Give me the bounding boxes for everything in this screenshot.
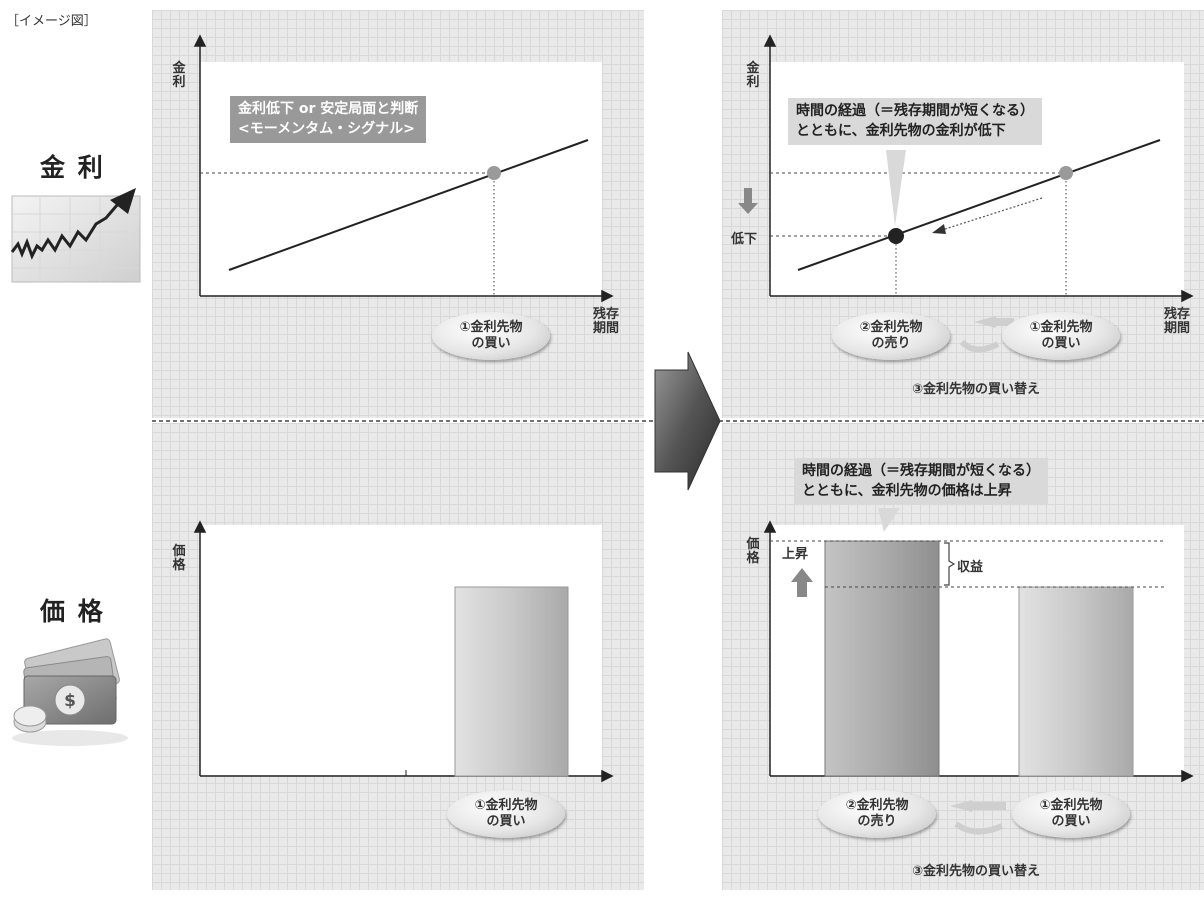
image-tag: ［イメージ図］ (6, 14, 97, 29)
oval-buy-left-bottom: ①金利先物 の買い (447, 790, 565, 838)
drop-label: 低下 (731, 232, 758, 247)
callout-pointer-right-top (886, 150, 906, 226)
profit-label: 収益 (957, 560, 984, 575)
oval-buy-right-bottom: ①金利先物 の買い (1012, 790, 1130, 838)
x-axis-label-right-top: 残存期間 (1163, 307, 1190, 337)
oval-sell-right-bottom-line2: の売り (857, 814, 897, 829)
buy-point-left (487, 166, 501, 180)
caption-right-top: ③金利先物の買い替え (911, 382, 1040, 397)
yield-line-right (797, 139, 1161, 271)
x-axis-label-left-top: 残存期間 (592, 307, 619, 337)
oval-sell-right-top-line1: ②金利先物 (859, 319, 923, 335)
swap-arrow-left-top-icon (974, 316, 996, 328)
svg-text:$: $ (64, 691, 76, 711)
callout-right-bottom-line1: 時間の経過（＝残存期間が短くなる） (802, 463, 1040, 479)
price-bar-buy (1018, 586, 1134, 777)
y-axis-label-right-bottom: 価格 (746, 537, 760, 567)
up-arrow-icon (791, 568, 813, 597)
yield-line-left (228, 139, 589, 271)
row-label-price: 価 格 (40, 597, 105, 626)
oval-buy-left-top: ①金利先物 の買い (432, 312, 550, 360)
money-icon: $ (12, 638, 128, 746)
oval-buy-left-top-line2: の買い (471, 336, 511, 351)
y-axis-label-left-bottom: 価格 (172, 544, 186, 574)
rising-chart-icon (10, 188, 141, 283)
price-bar-sell (824, 540, 940, 777)
oval-buy-left-bottom-line1: ①金利先物 (474, 797, 538, 813)
oval-buy-right-top-line2: の買い (1041, 336, 1081, 351)
oval-sell-right-top: ②金利先物 の売り (832, 312, 950, 360)
time-passage-arrow (941, 197, 1043, 231)
rise-label: 上昇 (782, 547, 809, 562)
sell-point-right (888, 228, 904, 244)
oval-buy-right-top-line1: ①金利先物 (1029, 319, 1093, 335)
transition-arrow-icon (654, 351, 721, 491)
swap-arrow-left-bottom-icon (950, 800, 972, 812)
caption-right-bottom: ③金利先物の買い替え (911, 864, 1040, 879)
callout-left-top: 金利低下 or 安定局面と判断 <モーメンタム・シグナル> (230, 96, 427, 143)
axes-left-top (193, 34, 614, 303)
oval-buy-left-top-line1: ①金利先物 (459, 319, 523, 335)
callout-right-top-line2: とともに、金利先物の金利が低下 (796, 123, 1006, 140)
down-arrow-icon (738, 188, 758, 214)
callout-right-top: 時間の経過（＝残存期間が短くなる） とともに、金利先物の金利が低下 (788, 98, 1042, 145)
oval-buy-right-bottom-line1: ①金利先物 (1039, 797, 1103, 813)
swap-arrow-curve-top-icon (959, 339, 1000, 353)
callout-left-top-line2: <モーメンタム・シグナル> (238, 121, 415, 138)
y-axis-label-right-top: 金利 (746, 61, 760, 91)
time-passage-arrowhead-icon (932, 224, 946, 234)
oval-buy-right-top: ①金利先物 の買い (1002, 312, 1120, 360)
row-label-interest: 金 利 (40, 153, 105, 182)
axes-right-top (763, 34, 1194, 303)
price-bar-left (454, 586, 569, 777)
oval-sell-right-top-line2: の売り (871, 336, 911, 351)
callout-right-top-line1: 時間の経過（＝残存期間が短くなる） (796, 103, 1034, 119)
oval-buy-right-bottom-line2: の買い (1051, 814, 1091, 829)
oval-sell-right-bottom-line1: ②金利先物 (845, 797, 909, 813)
swap-arrow-left-top-shaft (994, 318, 1014, 326)
profit-bracket (944, 542, 956, 586)
callout-left-top-line1: 金利低下 or 安定局面と判断 (238, 101, 419, 117)
oval-buy-left-bottom-line2: の買い (486, 814, 526, 829)
callout-right-bottom-line2: とともに、金利先物の価格は上昇 (802, 483, 1012, 500)
swap-arrow-curve-bottom-icon (954, 821, 1004, 835)
oval-sell-right-bottom: ②金利先物 の売り (818, 790, 936, 838)
buy-point-right (1059, 166, 1073, 180)
swap-arrow-left-bottom-shaft (970, 802, 1006, 810)
y-axis-label-left-top: 金利 (172, 61, 186, 91)
callout-right-bottom: 時間の経過（＝残存期間が短くなる） とともに、金利先物の価格は上昇 (794, 458, 1048, 505)
callout-pointer-right-bottom (878, 508, 900, 532)
